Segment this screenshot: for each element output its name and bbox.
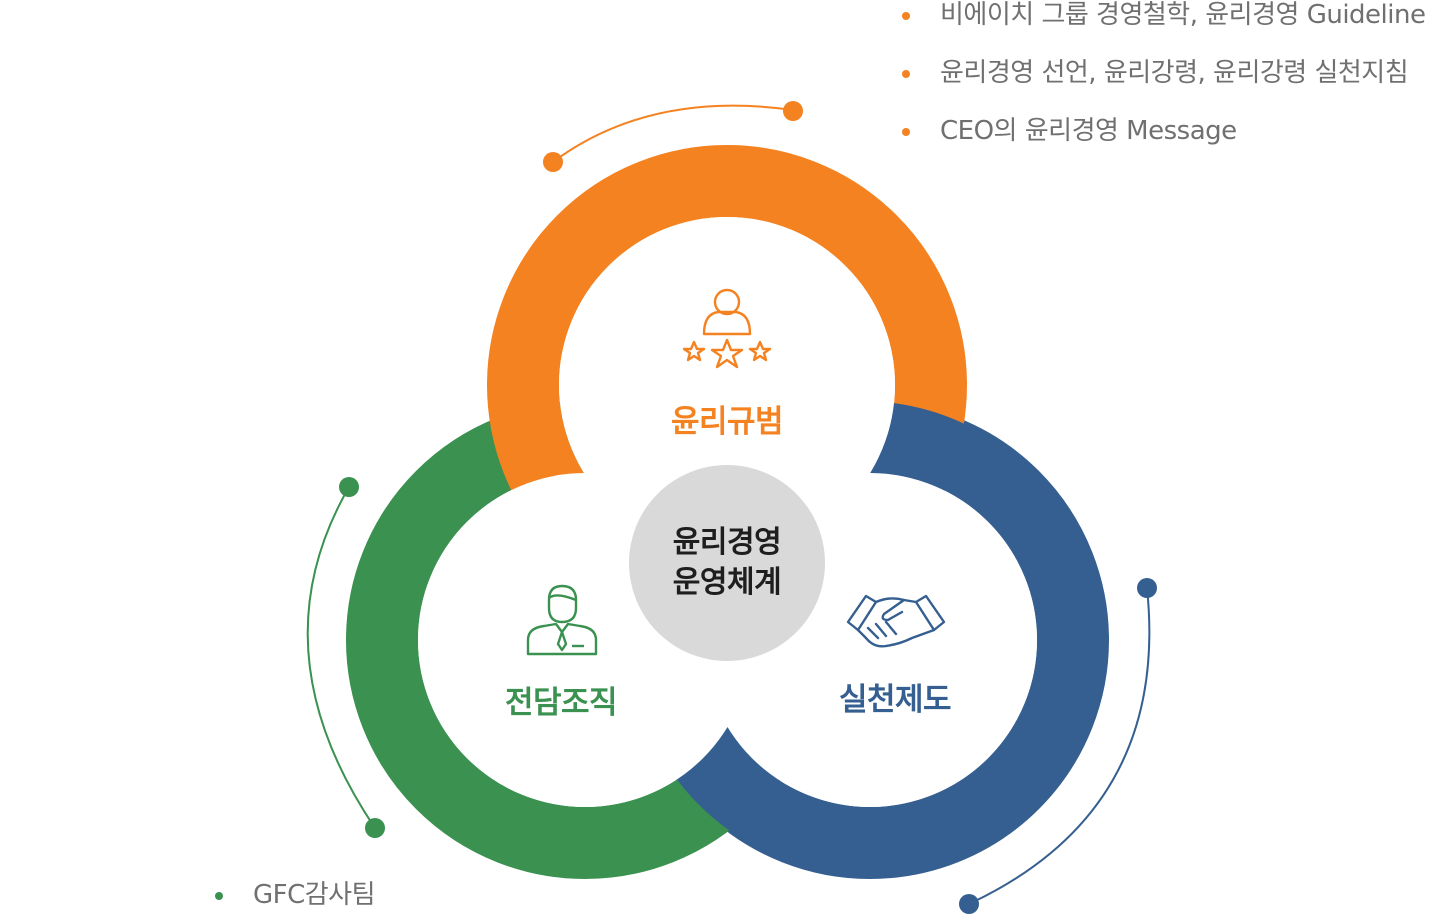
list-item-text: CEO의 윤리경영 Message [940,116,1237,146]
person-with-stars-icon [682,288,772,369]
bullet-dot [902,70,910,78]
orange-bullet-list: 비에이치 그룹 경영철학, 윤리경영 Guideline 윤리경영 선언, 윤리… [902,0,1426,160]
list-item-text: 비에이치 그룹 경영철학, 윤리경영 Guideline [940,0,1426,30]
center-circle [629,465,825,661]
orange-arc [552,104,794,163]
center-title-line2: 운영체계 [672,565,782,600]
ring-label-right: 실천제도 [838,682,952,718]
blue-arc-dot-end [959,894,979,914]
orange-arc-dot-end [783,101,803,121]
bullet-dot [902,12,910,20]
list-item-text: GFC감사팀 [253,880,376,910]
ring-label-top: 윤리규범 [670,404,784,440]
list-item: CEO의 윤리경영 Message [902,102,1425,160]
green-arc [306,486,376,829]
blue-arc [968,587,1151,905]
green-arc-dot-start [339,477,359,497]
businessman-icon [526,584,598,656]
green-arc-dot-end [365,818,385,838]
green-bullet-list: GFC감사팀 [215,866,376,924]
orange-arc-dot-start [543,152,563,172]
handshake-icon [846,594,946,648]
center-title-line1: 윤리경영 [672,525,782,560]
list-item-text: 윤리경영 선언, 윤리강령, 윤리강령 실천지침 [940,58,1409,88]
center-title: 윤리경영 운영체계 [629,465,825,661]
bullet-dot [902,128,910,136]
list-item: 윤리경영 선언, 윤리강령, 윤리강령 실천지침 [902,44,1425,102]
bullet-dot [215,892,223,900]
ring-top-inner [559,217,895,553]
blue-arc-dot-start [1137,578,1157,598]
list-item: 비에이치 그룹 경영철학, 윤리경영 Guideline [902,0,1426,44]
ring-label-left: 전담조직 [504,685,618,721]
list-item: GFC감사팀 [215,866,376,924]
